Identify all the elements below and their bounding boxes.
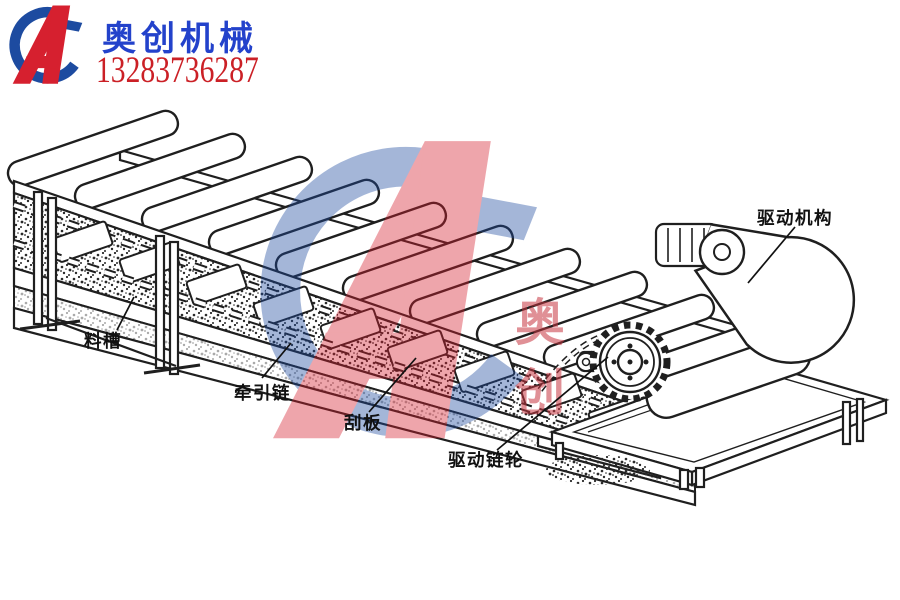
diagram-labels: 驱动机构 料槽 牵引链 刮板 驱动链轮 — [84, 208, 833, 470]
watermark: 奥 创 — [273, 141, 565, 438]
label-scraper-plate: 刮板 — [344, 413, 382, 433]
label-drive-mechanism: 驱动机构 — [757, 208, 833, 228]
company-name: 奥创机械 — [102, 21, 258, 58]
drive-sprocket-drawing — [576, 321, 671, 403]
company-logo-icon — [13, 5, 83, 83]
support-table-drawing — [546, 358, 890, 491]
belt-drive-drawing — [693, 223, 856, 364]
label-drive-sprocket: 驱动链轮 — [448, 450, 524, 470]
watermark-char-1: 奥 — [515, 295, 565, 351]
support-legs — [19, 190, 201, 376]
drive-unit-drawing — [537, 222, 856, 419]
watermark-char-2: 创 — [515, 365, 565, 421]
label-trough: 料槽 — [84, 331, 122, 351]
label-traction-chain: 牵引链 — [234, 383, 291, 403]
phone-number: 13283736287 — [96, 50, 259, 91]
